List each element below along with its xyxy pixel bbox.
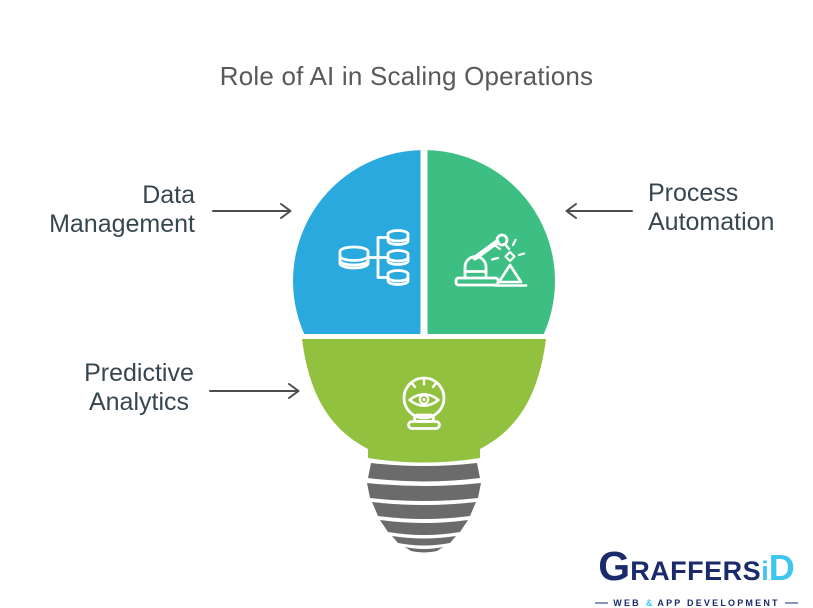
arrow-head-right-icon bbox=[288, 383, 300, 399]
segment-process-automation bbox=[427, 150, 555, 334]
logo-letter-i: i bbox=[761, 556, 769, 586]
logo-tagline: WEB & APP DEVELOPMENT bbox=[594, 598, 799, 608]
label-line: Process bbox=[648, 179, 739, 207]
arrow-data-management bbox=[212, 203, 292, 219]
tagline-rest: APP DEVELOPMENT bbox=[657, 598, 780, 608]
segment-data-management bbox=[293, 150, 421, 334]
logo-letter-d: D bbox=[768, 547, 795, 588]
screw-rib bbox=[368, 463, 480, 482]
tagline-dash-left bbox=[595, 602, 609, 604]
logo-letter-g: G bbox=[598, 543, 631, 589]
bulb-screw-base bbox=[367, 463, 481, 553]
arrow-predictive-analytics bbox=[209, 383, 300, 399]
tagline-ampersand: & bbox=[645, 598, 653, 608]
tagline-dash-right bbox=[784, 602, 798, 604]
label-line: Predictive bbox=[84, 359, 194, 387]
screw-rib bbox=[372, 502, 476, 519]
robot-arm-icon bbox=[454, 233, 528, 287]
label-data-management: Data Management bbox=[0, 181, 195, 239]
label-line: Management bbox=[49, 210, 195, 238]
label-predictive-analytics: Predictive Analytics bbox=[39, 359, 239, 417]
tagline-web: WEB bbox=[613, 598, 641, 608]
screw-rib bbox=[405, 547, 443, 553]
label-line: Analytics bbox=[88, 388, 190, 416]
screw-rib bbox=[367, 483, 481, 501]
logo-wordmark: GRAFFERSiD bbox=[594, 545, 799, 597]
arrow-head-left-icon bbox=[565, 203, 577, 219]
logo-letters-raffers: RAFFERS bbox=[630, 556, 762, 586]
label-process-automation: Process Automation bbox=[648, 179, 813, 237]
crystal-ball-icon bbox=[402, 376, 446, 430]
page-title: Role of AI in Scaling Operations bbox=[219, 61, 594, 91]
label-line: Data bbox=[142, 181, 195, 209]
screw-rib bbox=[380, 520, 468, 535]
graffersid-logo: GRAFFERSiD WEB & APP DEVELOPMENT bbox=[594, 545, 799, 608]
database-icon bbox=[338, 229, 410, 286]
arrow-process-automation bbox=[565, 203, 633, 219]
arrow-head-right-icon bbox=[280, 203, 292, 219]
label-line: Automation bbox=[648, 208, 775, 236]
screw-rib bbox=[392, 536, 456, 546]
